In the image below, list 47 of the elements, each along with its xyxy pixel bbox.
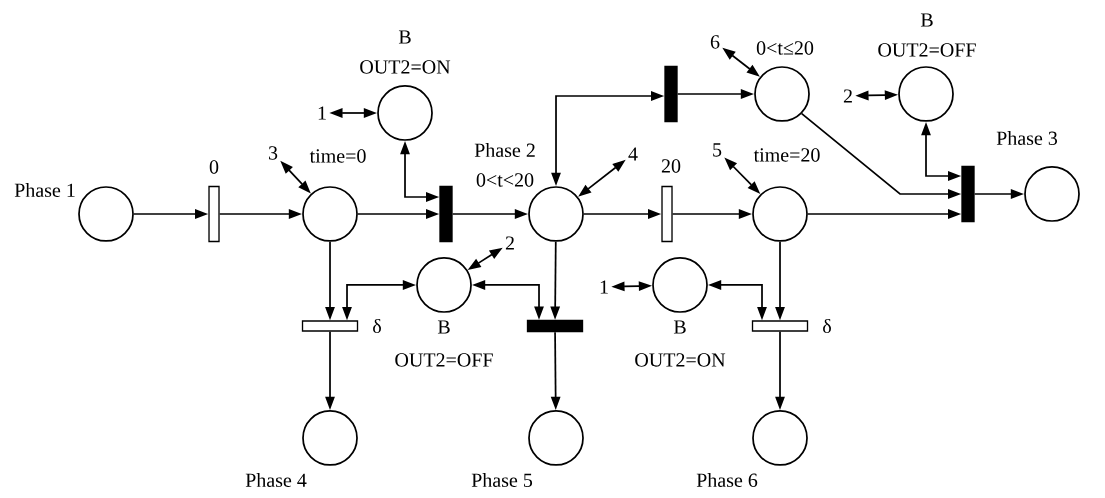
number-label: 3	[268, 146, 278, 160]
number-label: 1	[318, 106, 326, 120]
node-label: Phase 4	[245, 472, 307, 487]
place-circle	[302, 186, 358, 242]
node-label: Phase 6	[696, 472, 758, 487]
place-circle	[752, 186, 808, 242]
node-label: 0<t≤20	[756, 41, 814, 55]
node-label: B	[437, 320, 450, 334]
node-label: Phase 3	[996, 130, 1058, 145]
transition-bar	[208, 185, 220, 243]
number-label: 6	[710, 35, 720, 49]
node-label: OUT2=ON	[635, 353, 726, 367]
place-circle	[78, 186, 134, 242]
place-circle	[528, 186, 584, 242]
transition-bar	[661, 185, 673, 243]
node-label: OUT2=ON	[360, 60, 451, 74]
place-circle	[752, 410, 808, 466]
node-label: δ	[823, 318, 831, 334]
node-label: Phase 2	[474, 142, 535, 157]
node-label: 0<t<20	[476, 173, 534, 187]
place-circle	[754, 66, 810, 122]
place-circle	[302, 410, 358, 466]
number-label: 1	[600, 280, 608, 294]
node-label: time=0	[309, 149, 366, 163]
node-label: 0	[209, 160, 219, 174]
node-label: time=20	[753, 148, 820, 162]
transition-bar	[301, 320, 359, 332]
node-label: Phase 1	[14, 182, 75, 197]
number-label: 5	[713, 143, 722, 157]
transition-bar	[751, 320, 809, 332]
node-label: B	[673, 320, 686, 334]
place-circle	[416, 257, 472, 313]
node-label: Phase 5	[471, 472, 533, 487]
place-circle	[528, 410, 584, 466]
node-label: OUT2=OFF	[395, 353, 493, 367]
place-circle	[1024, 166, 1080, 222]
node-label: 20	[661, 159, 681, 173]
node-label: B	[920, 13, 933, 27]
node-label: B	[398, 30, 411, 44]
number-label: 4	[628, 147, 638, 161]
place-circle	[652, 257, 708, 313]
number-label: 2	[505, 236, 514, 250]
place-circle	[898, 66, 954, 122]
node-label: OUT2=OFF	[878, 43, 976, 57]
node-label: δ	[373, 318, 381, 334]
number-label: 2	[843, 89, 852, 103]
place-circle	[377, 85, 433, 141]
